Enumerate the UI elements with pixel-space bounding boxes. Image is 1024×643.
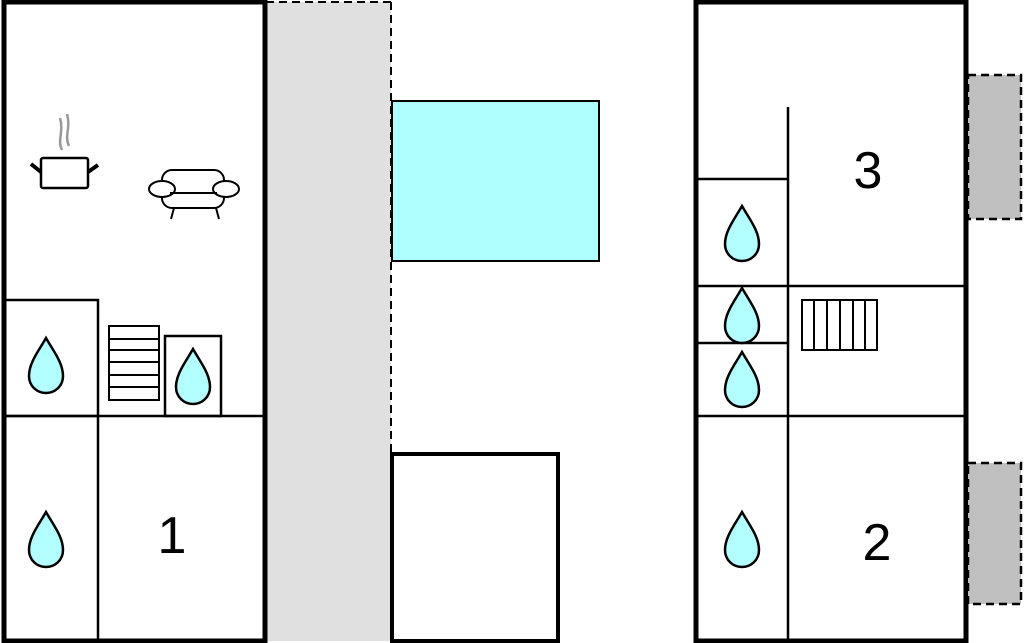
sofa-icon (148, 169, 240, 220)
water-drop-icon (27, 336, 65, 395)
cooking-pot-icon (29, 113, 100, 190)
balcony-upper (966, 73, 1023, 221)
main-building: 1 (1, 0, 268, 643)
balcony-lower (966, 461, 1023, 606)
water-drop-icon (723, 286, 761, 345)
room-label-1: 1 (158, 507, 187, 565)
water-drop-icon (174, 347, 212, 406)
annex-building (390, 452, 560, 643)
water-drop-icon (27, 510, 65, 569)
water-drop-icon (723, 204, 761, 263)
shower-box (163, 334, 223, 418)
water-drop-icon (723, 350, 761, 409)
pool (391, 100, 600, 262)
water-drop-icon (723, 510, 761, 569)
terrace (266, 1, 392, 641)
stairs-icon (108, 325, 160, 401)
bathroom (2, 298, 100, 418)
stairs-icon (801, 299, 878, 351)
second-building: 3 2 (693, 0, 969, 643)
room-label-2: 2 (863, 514, 892, 572)
room-label-3: 3 (854, 142, 883, 200)
